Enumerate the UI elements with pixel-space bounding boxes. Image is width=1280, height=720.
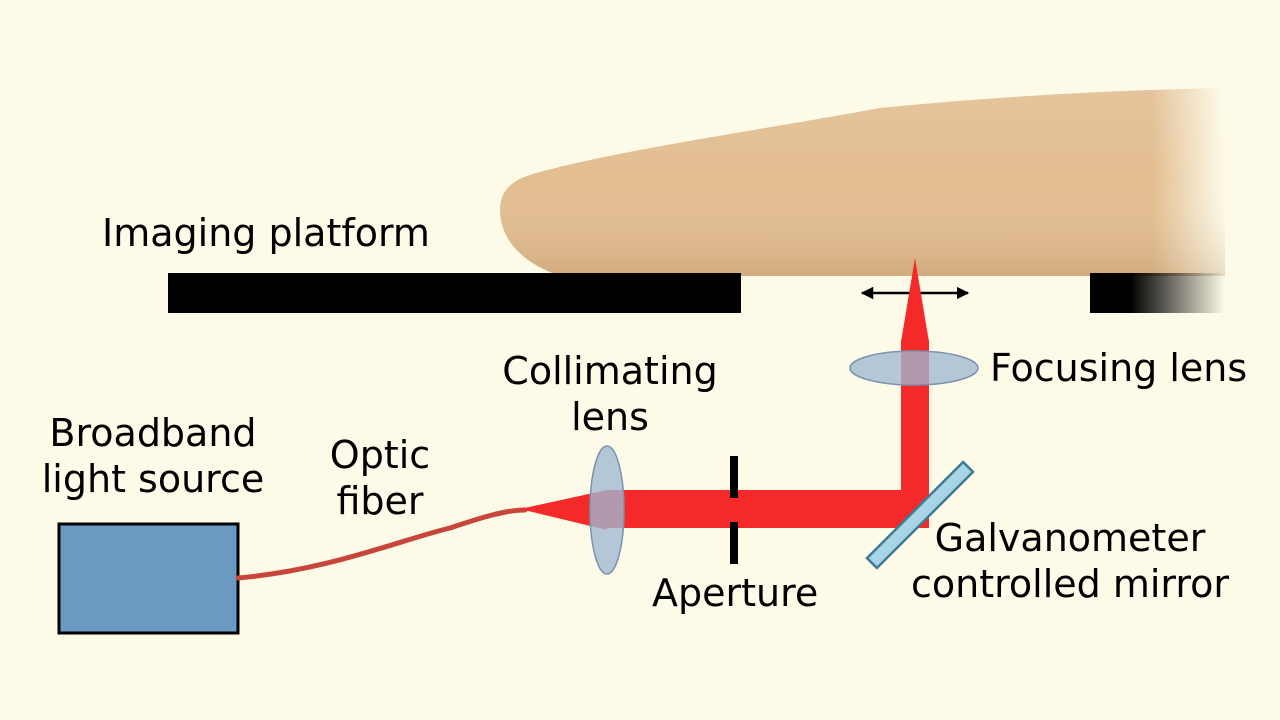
light-source-label-line1: Broadband (49, 411, 257, 455)
mirror-label-line2: controlled mirror (910, 562, 1230, 606)
mirror-label: Galvanometer controlled mirror (900, 515, 1240, 607)
galvanometer-mirror (865, 460, 975, 570)
optic-fiber-label-line2: fiber (336, 479, 424, 523)
finger (500, 88, 1225, 276)
light-source-label: Broadband light source (28, 410, 278, 502)
imaging-platform-label: Imaging platform (102, 211, 430, 255)
aperture-bottom (730, 522, 738, 564)
beam-focus-cone (901, 258, 929, 342)
optic-fiber-label-line1: Optic (329, 433, 431, 477)
beam-expansion (520, 490, 607, 530)
light-source-box (57, 522, 240, 635)
aperture-label: Aperture (652, 571, 819, 615)
collimating-lens-label: Collimating lens (485, 348, 735, 440)
imaging-platform-right (1090, 273, 1225, 313)
collimating-lens (589, 445, 625, 575)
imaging-platform-left (168, 273, 741, 313)
mirror-label-line1: Galvanometer (934, 516, 1206, 560)
beam-horizontal (605, 490, 901, 528)
collimating-lens-label-line1: Collimating (502, 349, 718, 393)
light-source-label-line2: light source (41, 457, 265, 501)
optic-fiber-label: Optic fiber (305, 432, 455, 524)
optic-fiber (235, 507, 528, 581)
collimating-lens-label-line2: lens (571, 395, 649, 439)
focusing-lens-label: Focusing lens (990, 346, 1248, 390)
focusing-lens (849, 350, 979, 386)
aperture-top (730, 456, 738, 498)
